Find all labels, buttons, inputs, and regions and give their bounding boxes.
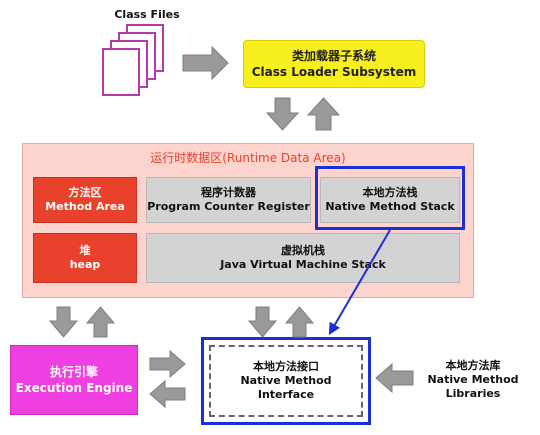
arrow-right-icon bbox=[149, 349, 186, 379]
jvm-stack-en: Java Virtual Machine Stack bbox=[220, 258, 386, 271]
pc-register-cn: 程序计数器 bbox=[201, 186, 256, 199]
arrow-down-icon bbox=[247, 306, 278, 338]
arrow-down-icon bbox=[48, 306, 79, 338]
native-stack-highlight bbox=[315, 166, 465, 230]
native-interface-highlight bbox=[201, 337, 371, 425]
heap-cn: 堆 bbox=[79, 244, 91, 257]
native-stack-en: Native Method Stack bbox=[325, 200, 455, 213]
native-method-stack: 本地方法栈 Native Method Stack bbox=[320, 177, 460, 223]
execution-engine-en: Execution Engine bbox=[15, 381, 133, 395]
class-loader-title-cn: 类加载器子系统 bbox=[291, 49, 376, 63]
native-libraries-en-line1: Native Method bbox=[427, 373, 519, 386]
jvm-stack-cn: 虚拟机栈 bbox=[281, 244, 325, 257]
arrow-up-icon bbox=[306, 97, 341, 131]
runtime-data-area-title: 运行时数据区(Runtime Data Area) bbox=[150, 151, 346, 165]
method-area-en: Method Area bbox=[45, 200, 125, 213]
native-stack-cn: 本地方法栈 bbox=[362, 186, 418, 199]
arrow-left-icon bbox=[375, 362, 414, 394]
program-counter-register: 程序计数器 Program Counter Register bbox=[146, 177, 311, 223]
arrow-up-icon bbox=[284, 306, 315, 338]
arrow-left-icon bbox=[149, 379, 186, 409]
native-method-libraries: 本地方法库 Native Method Libraries bbox=[418, 359, 528, 401]
jvm-stack: 虚拟机栈 Java Virtual Machine Stack bbox=[146, 233, 460, 283]
blue-link-arrow bbox=[328, 229, 391, 336]
native-method-interface: 本地方法接口 Native Method Interface bbox=[209, 345, 363, 417]
execution-engine: 执行引擎 Execution Engine bbox=[10, 345, 138, 415]
heap-en: heap bbox=[69, 258, 101, 271]
method-area: 方法区 Method Area bbox=[33, 177, 137, 223]
native-interface-en: Native Method Interface bbox=[240, 374, 332, 401]
native-libraries-en-line2: Libraries bbox=[445, 387, 501, 400]
execution-engine-cn: 执行引擎 bbox=[49, 365, 98, 379]
native-libraries-cn: 本地方法库 bbox=[445, 359, 501, 372]
heap-area: 堆 heap bbox=[33, 233, 137, 283]
arrow-down-icon bbox=[265, 97, 300, 131]
class-loader-subsystem: 类加载器子系统 Class Loader Subsystem bbox=[243, 40, 425, 88]
native-interface-cn: 本地方法接口 bbox=[253, 360, 319, 373]
file-page-icon bbox=[102, 48, 140, 96]
class-loader-title-en: Class Loader Subsystem bbox=[251, 65, 417, 79]
pc-register-en: Program Counter Register bbox=[147, 200, 310, 213]
class-files-label: Class Files bbox=[114, 8, 180, 21]
arrow-right-icon bbox=[182, 45, 229, 81]
method-area-cn: 方法区 bbox=[68, 186, 102, 199]
arrow-up-icon bbox=[85, 306, 116, 338]
